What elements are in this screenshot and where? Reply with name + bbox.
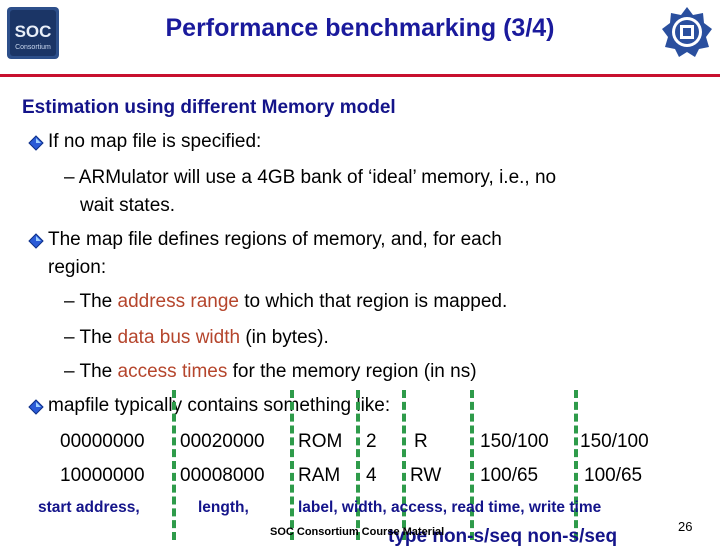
- column-separator: [172, 390, 176, 540]
- sub-bullet-address-range: – The address range to which that region…: [64, 291, 507, 313]
- sub-bullet-prefix: – The: [64, 361, 118, 382]
- diamond-bullet-icon: [28, 135, 44, 151]
- bullet-mapfile-typically: mapfile typically contains something lik…: [48, 395, 391, 416]
- column-separator: [356, 390, 360, 540]
- highlight-data-bus-width: data bus width: [117, 327, 241, 348]
- title-divider-rule: [0, 74, 720, 77]
- map-row-cell: 2: [366, 431, 377, 452]
- map-row-cell: 150/100: [580, 431, 649, 452]
- map-row-cell: 00008000: [180, 465, 265, 486]
- column-separator: [290, 390, 294, 540]
- map-row-cell: 100/65: [584, 465, 643, 486]
- soc-consortium-logo: SOC Consortium: [7, 7, 59, 59]
- map-row-cell: R: [414, 431, 428, 452]
- diamond-bullet-icon: [28, 233, 44, 249]
- bullet-no-map-file: If no map file is specified:: [48, 131, 262, 152]
- column-separator: [470, 390, 474, 540]
- sub-bullet-suffix: to which that region is mapped.: [239, 291, 508, 312]
- map-row-cell: 100/65: [480, 465, 539, 486]
- sub-bullet-suffix: for the memory region (in ns): [227, 361, 477, 382]
- map-row-cell: 4: [366, 465, 377, 486]
- bullet-map-file-defines-cont: region:: [48, 257, 107, 278]
- map-row-cell: RAM: [298, 465, 341, 486]
- column-separator: [402, 390, 406, 540]
- sub-bullet-suffix: (in bytes).: [240, 327, 329, 348]
- page-number: 26: [678, 519, 693, 534]
- svg-text:Consortium: Consortium: [15, 44, 51, 51]
- sub-bullet-prefix: – The: [64, 327, 118, 348]
- bullet-map-file-defines: The map file defines regions of memory, …: [48, 229, 502, 250]
- sub-bullet-data-bus-width: – The data bus width (in bytes).: [64, 327, 329, 349]
- map-row-cell: 10000000: [60, 465, 145, 486]
- map-row-cell: RW: [410, 465, 442, 486]
- field-label: label, width, access, read time, write t…: [298, 499, 602, 516]
- diamond-bullet-icon: [28, 399, 44, 415]
- map-row-cell: 00000000: [60, 431, 145, 452]
- field-label: length,: [198, 499, 249, 516]
- slide-title: Performance benchmarking (3/4): [165, 14, 555, 42]
- svg-text:SOC: SOC: [15, 22, 52, 41]
- map-row-cell: 150/100: [480, 431, 549, 452]
- university-emblem-logo: [660, 5, 714, 59]
- highlight-address-range: address range: [117, 291, 239, 312]
- sub-bullet-ideal-memory: – ARMulator will use a 4GB bank of ‘idea…: [64, 167, 557, 188]
- sub-bullet-ideal-memory-cont: wait states.: [80, 195, 176, 216]
- column-separator: [574, 390, 578, 540]
- sub-bullet-prefix: – The: [64, 291, 118, 312]
- highlight-access-times: access times: [117, 361, 228, 382]
- sub-bullet-access-times: – The access times for the memory region…: [64, 361, 477, 383]
- map-row-cell: ROM: [298, 431, 343, 452]
- map-row-cell: 00020000: [180, 431, 265, 452]
- footer-text: SOC Consortium Course Material: [270, 526, 445, 538]
- field-label: start address,: [38, 499, 140, 516]
- section-heading: Estimation using different Memory model: [22, 97, 396, 118]
